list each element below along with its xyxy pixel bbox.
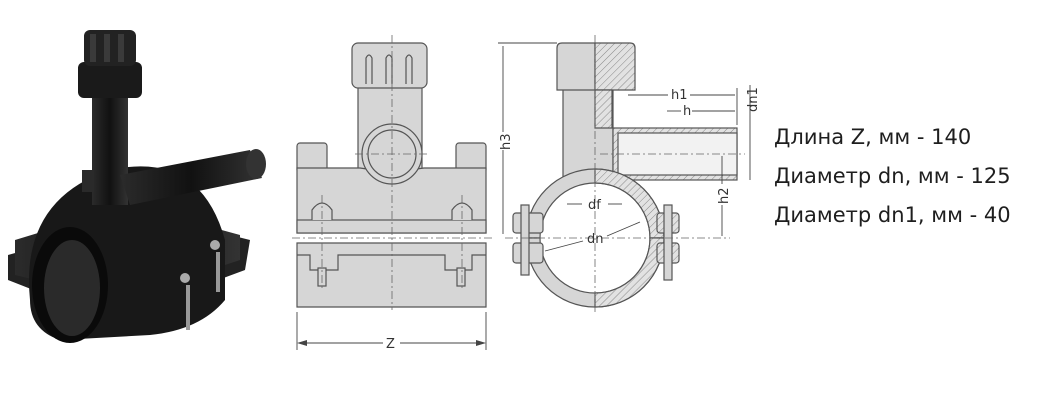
- spec-length-z: Длина Z, мм - 140: [774, 125, 972, 149]
- dimension-label-h: h: [683, 104, 691, 119]
- product-photo: [8, 30, 266, 343]
- dimension-label-h2: h2: [717, 187, 732, 204]
- dimension-label-df: df: [588, 198, 601, 213]
- dimension-label-dn1: dn1: [746, 87, 761, 112]
- spec-diameter-dn: Диаметр dn, мм - 125: [774, 164, 1011, 188]
- dimension-label-dn: dn: [587, 232, 604, 247]
- dimension-label-z: Z: [386, 337, 395, 352]
- front-view-drawing: [292, 35, 492, 350]
- specifications-list: Длина Z, мм - 140 Диаметр dn, мм - 125 Д…: [774, 118, 1011, 235]
- spec-diameter-dn1: Диаметр dn1, мм - 40: [774, 203, 1011, 227]
- side-view-drawing: [498, 35, 751, 312]
- dimension-label-h1: h1: [671, 88, 688, 103]
- dimension-label-h3: h3: [499, 133, 514, 150]
